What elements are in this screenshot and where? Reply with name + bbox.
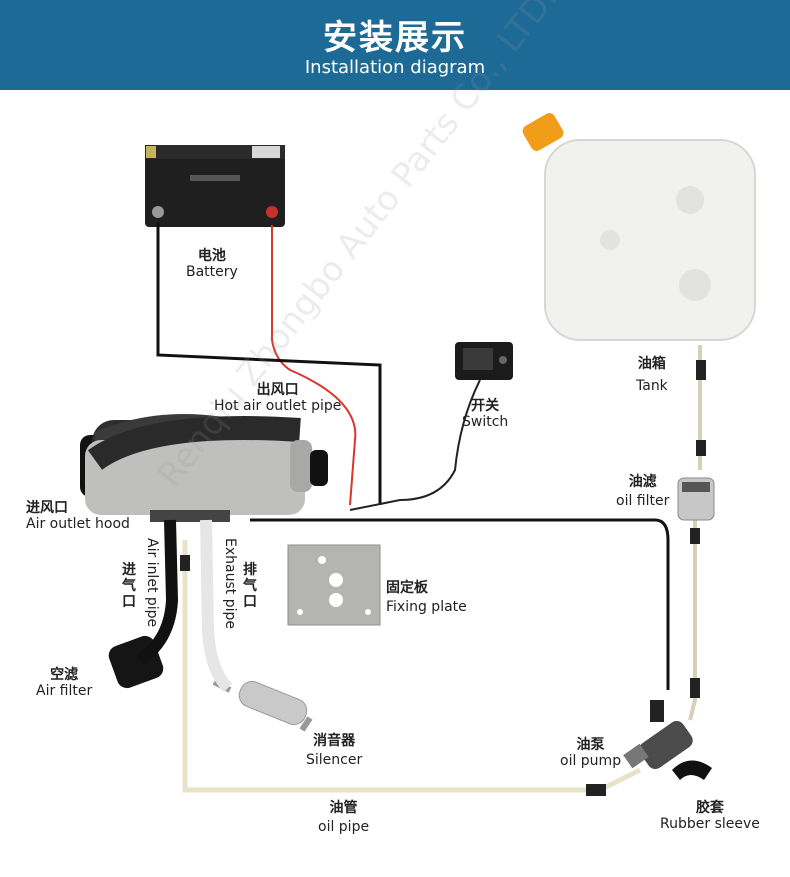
- air-inlet-pipe-en-label: Air inlet pipe: [144, 538, 160, 628]
- rubber-sleeve-image: [672, 760, 712, 780]
- hot-air-outlet-label: 出风口 Hot air outlet pipe: [214, 382, 342, 415]
- air-filter-label: 空滤 Air filter: [36, 667, 93, 700]
- switch-cable: [349, 379, 481, 511]
- oil-pump-image: [623, 720, 693, 770]
- oil-pump-label: 油泵 oil pump: [560, 737, 622, 770]
- exhaust-pipe-en-label: Exhaust pipe: [222, 538, 238, 629]
- black-wire: [156, 222, 382, 505]
- hose-clamps: [180, 360, 706, 796]
- battery-label: 电池 Battery: [186, 248, 238, 281]
- heater-image: [80, 414, 328, 522]
- tank-label: 油箱 Tank: [636, 356, 668, 395]
- oil-filter-label: 油滤 oil filter: [616, 474, 670, 510]
- oil-filter-image: [677, 477, 715, 521]
- rubber-sleeve-label: 胶套 Rubber sleeve: [660, 800, 760, 833]
- pump-cable: [250, 518, 670, 690]
- installation-scene: [80, 113, 756, 796]
- header-banner: 安装展示 Installation diagram: [0, 0, 790, 90]
- silencer-label: 消音器 Silencer: [306, 733, 363, 769]
- battery-image: [145, 145, 285, 227]
- air-outlet-hood-label: 进风口 Air outlet hood: [26, 500, 130, 533]
- oil-pipe-label: 油管 oil pipe: [318, 800, 370, 836]
- header-title: 安装展示: [323, 18, 467, 58]
- tank-image: [522, 113, 756, 341]
- exhaust-hose: [200, 519, 233, 693]
- switch-image: [455, 342, 513, 380]
- fixing-plate-image: [287, 544, 381, 626]
- fixing-plate-label: 固定板 Fixing plate: [386, 580, 467, 616]
- red-wire: [271, 225, 357, 506]
- header-subtitle: Installation diagram: [304, 57, 486, 78]
- air-inlet-pipe-zh-label: 进气口: [122, 562, 136, 610]
- oil-pipe-line: [182, 540, 642, 793]
- exhaust-pipe-zh-label: 排气口: [243, 562, 257, 610]
- switch-label: 开关 Switch: [462, 398, 509, 431]
- air-inlet-hose: [136, 519, 179, 665]
